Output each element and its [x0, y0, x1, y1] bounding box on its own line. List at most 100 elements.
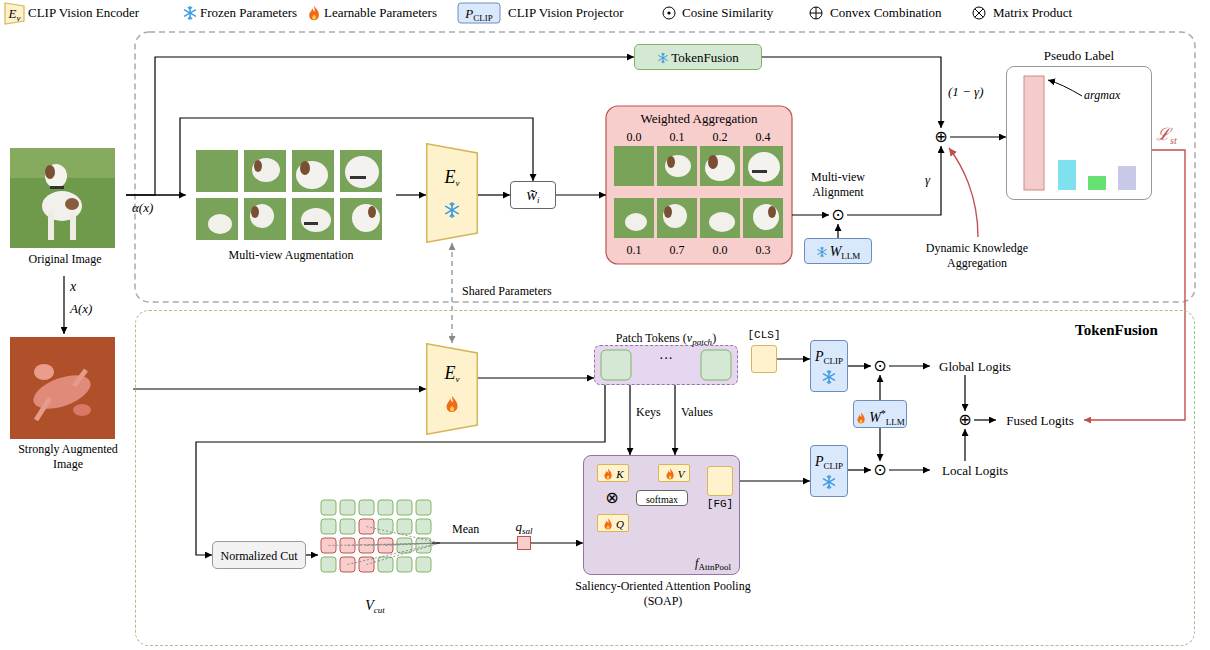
node-label: 0.4	[748, 130, 778, 145]
annotation-label: Values	[681, 405, 713, 420]
connector	[531, 542, 583, 543]
annotation-label: CLIP	[473, 13, 493, 23]
node-label: Original Image	[4, 252, 126, 267]
connector	[777, 358, 810, 359]
diagram-node: Pseudo Labelargmax	[1006, 48, 1152, 200]
connector	[792, 214, 829, 215]
node-label: CLIP	[824, 461, 844, 471]
node-label: ⊙	[831, 205, 844, 224]
node-label: Fused Logits	[1006, 413, 1074, 428]
dynamic-aggregation-pointer	[949, 148, 978, 237]
node-frame	[517, 536, 531, 550]
diagram-node: Original Image	[4, 144, 126, 276]
diagram-node: TokenFusionEvPatch Tokens (vpatch)···[CL…	[135, 310, 1195, 646]
process-box: ⊙	[829, 206, 847, 224]
pseudo-label-bars	[1024, 76, 1136, 190]
connector	[478, 377, 594, 378]
connector	[126, 57, 634, 195]
annotation-label: ℒ	[1156, 125, 1170, 144]
text-group: Ev	[426, 363, 478, 384]
learnable-icon	[664, 468, 676, 480]
process-box: V	[658, 464, 690, 482]
connector	[1084, 150, 1185, 420]
multi-view-crops	[196, 150, 382, 240]
connector	[63, 276, 64, 334]
connector	[879, 428, 880, 461]
node-label: Patch Tokens (	[616, 331, 687, 345]
connector	[889, 469, 930, 470]
node-label: V	[365, 598, 374, 613]
process-box: ⊗	[603, 489, 621, 507]
annotation-label: α(x)	[132, 200, 153, 216]
node-label: w̃	[526, 186, 537, 203]
node-label: LLM	[886, 417, 905, 427]
node-label: E	[445, 167, 456, 187]
text-group: Patch Tokens (vpatch)	[586, 328, 746, 347]
node-label: v	[456, 178, 460, 188]
connector	[950, 136, 1006, 137]
connector	[879, 375, 880, 400]
node-label: LLM	[841, 251, 860, 261]
node-frame	[707, 466, 733, 496]
node-label: *	[881, 408, 886, 419]
node-label: ⊕	[934, 127, 947, 146]
annotation-label: γ	[925, 172, 930, 188]
legend-label: Frozen Parameters	[200, 5, 297, 21]
connector	[196, 385, 605, 555]
process-box: ⊙	[871, 461, 889, 479]
text-group: Ev	[5, 4, 24, 23]
annotation-label: x	[70, 279, 76, 295]
text-group: ℒst	[1156, 122, 1190, 146]
annotation-label: E	[9, 6, 17, 21]
diagram-node: Weighted Aggregation0.00.10.20.40.10.70.…	[606, 106, 792, 264]
node-label: v	[456, 374, 460, 384]
top-panel	[135, 32, 1195, 302]
diagram-node: PCLIP	[810, 445, 848, 497]
node-label: Saliency-Oriented Attention Pooling (SOA…	[560, 579, 766, 609]
annotation-label: Dynamic Knowledge Aggregation	[912, 241, 1042, 271]
diagram-node: Ev	[426, 343, 478, 435]
process-box: ⊕	[932, 128, 950, 146]
node-label: Normalized Cut	[221, 549, 298, 563]
node-label: 0.0	[619, 130, 649, 145]
node-label: i	[537, 195, 540, 205]
process-box: softmax	[636, 490, 688, 506]
diagram-node: qsal	[510, 517, 538, 551]
node-label: E	[445, 363, 456, 383]
connector	[556, 194, 606, 195]
node-label: Weighted Aggregation	[606, 111, 792, 127]
connector	[674, 385, 675, 455]
connector	[964, 375, 965, 411]
node-label: V	[678, 468, 685, 480]
connector	[848, 469, 871, 470]
diagram-node: fAttnPoolSaliency-Oriented Attention Poo…	[560, 455, 766, 615]
process-box: W*LLM	[853, 400, 907, 428]
frozen-icon	[821, 474, 837, 490]
text-group: PCLIP	[458, 4, 500, 23]
process-box: Fused Logits	[996, 411, 1084, 429]
text-group: qsal	[510, 517, 538, 536]
node-label: sal	[522, 526, 533, 536]
annotation-label: Keys	[636, 405, 661, 420]
frozen-icon	[443, 201, 461, 219]
annotation-label: (1 − γ)	[948, 84, 984, 100]
node-label: ⊕	[958, 410, 971, 429]
annotation-label: Shared Parameters	[462, 284, 552, 299]
diagram-node: Vcut	[318, 498, 432, 616]
connector	[133, 388, 426, 389]
encoder-shape	[426, 343, 478, 435]
node-label: Strongly Augmented Image	[3, 442, 133, 472]
diagram-node: Multi-view Augmentation	[186, 146, 396, 268]
node-label: W	[869, 410, 881, 425]
node-label: P	[815, 349, 824, 364]
node-label: 0.1	[619, 243, 649, 258]
process-box: WLLM	[804, 238, 872, 264]
frozen-icon	[657, 52, 669, 64]
node-label: TokenFusion	[1075, 322, 1158, 339]
learnable-icon	[855, 412, 867, 424]
process-box: K	[597, 464, 629, 482]
node-label: q	[515, 519, 522, 534]
node-label: ⊙	[873, 460, 886, 479]
node-label: Pseudo Label	[1006, 48, 1152, 64]
